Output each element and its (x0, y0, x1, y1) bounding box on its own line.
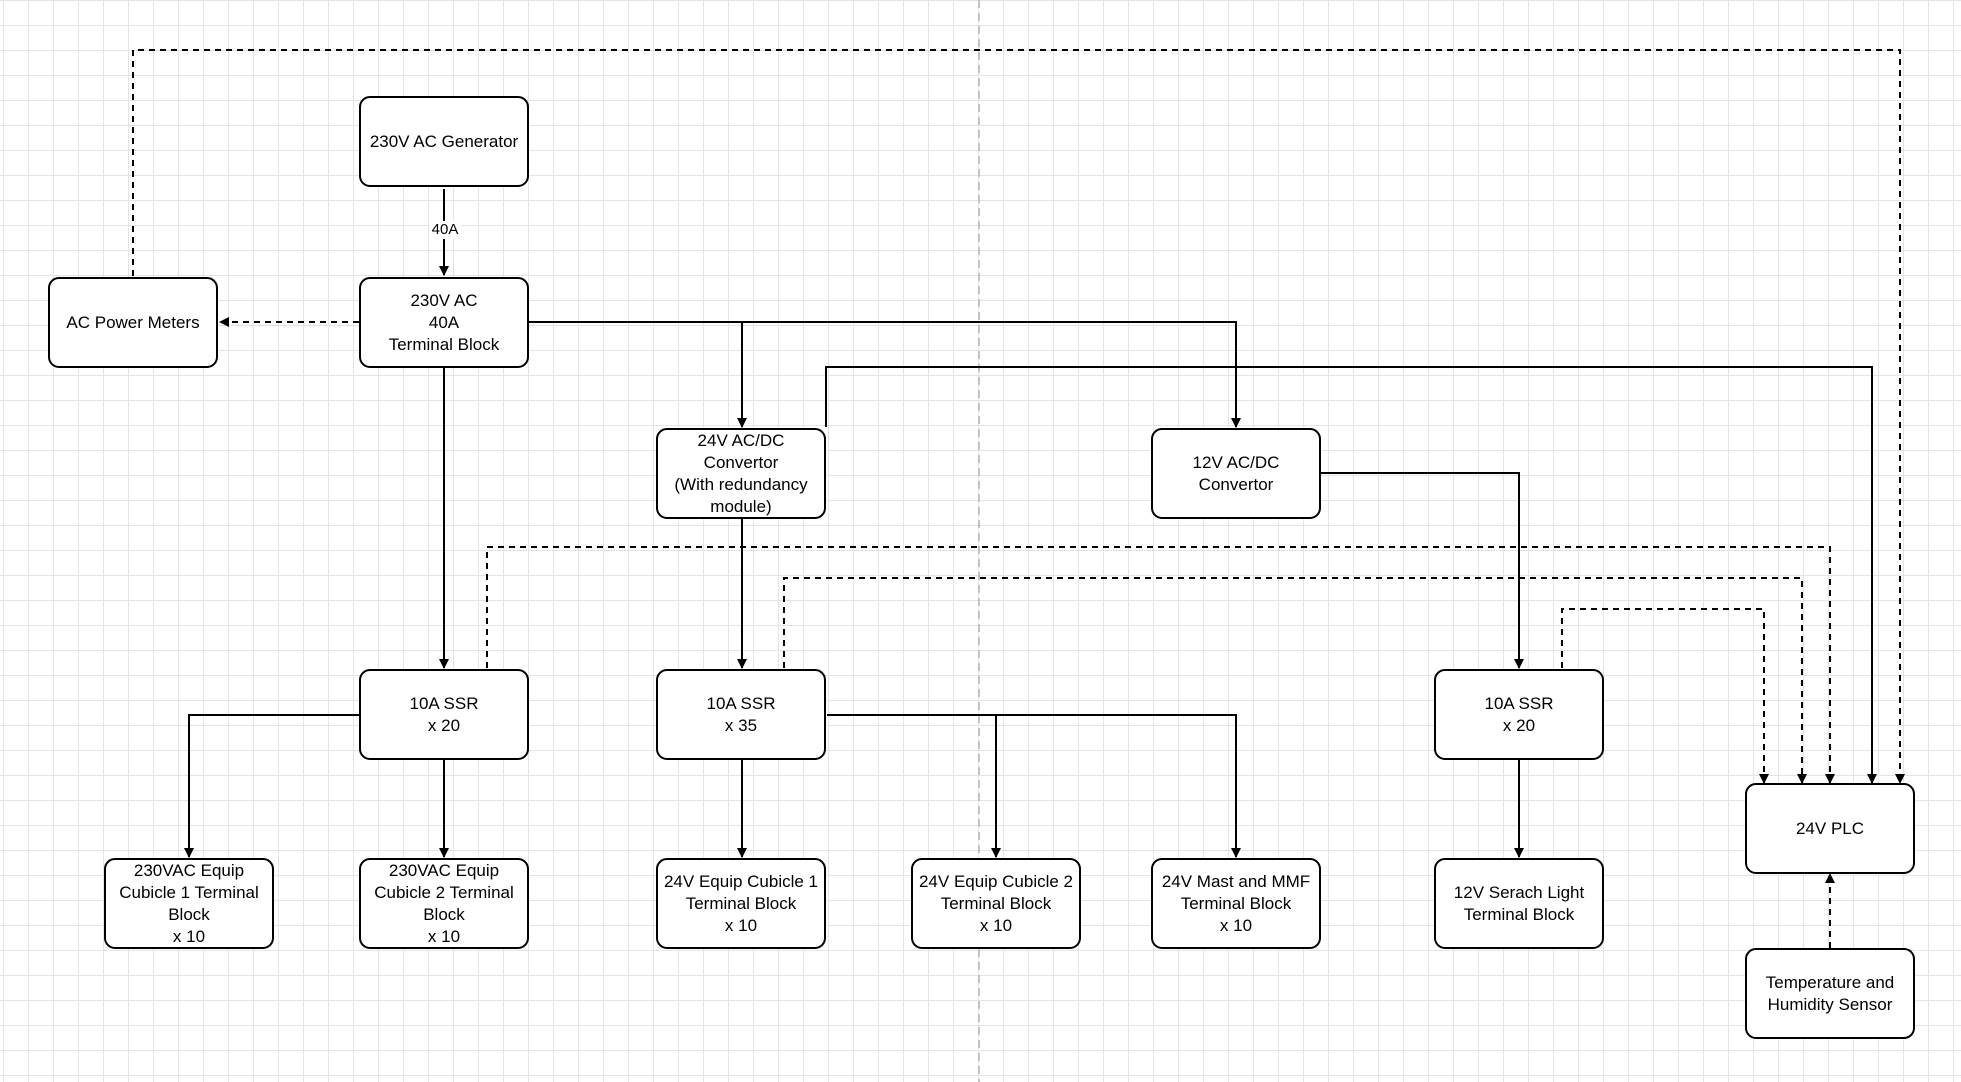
node-temperature-humidity-sensor[interactable]: Temperature and Humidity Sensor (1745, 948, 1915, 1039)
connector-ssr-12-to-plc (1561, 608, 1769, 784)
node-230vac-equip-cubicle-2[interactable]: 230VAC Equip Cubicle 2 Terminal Block x … (359, 858, 529, 949)
connector-ssr-24-to-plc (783, 577, 1807, 784)
node-24v-equip-cubicle-2[interactable]: 24V Equip Cubicle 2 Terminal Block x 10 (911, 858, 1081, 949)
node-24v-mast-and-mmf[interactable]: 24V Mast and MMF Terminal Block x 10 (1151, 858, 1321, 949)
connector-ac-power-meters-to-plc (132, 49, 1905, 784)
connector-ac-terminal-block-to-convertor-24v (529, 321, 747, 428)
node-ac-power-meters[interactable]: AC Power Meters (48, 277, 218, 368)
node-24v-plc[interactable]: 24V PLC (1745, 783, 1915, 874)
node-12v-ac-dc-convertor[interactable]: 12V AC/DC Convertor (1151, 428, 1321, 519)
node-24v-ac-dc-convertor[interactable]: 24V AC/DC Convertor (With redundancy mod… (656, 428, 826, 519)
node-230v-ac-terminal-block[interactable]: 230V AC 40A Terminal Block (359, 277, 529, 368)
node-24v-equip-cubicle-1[interactable]: 24V Equip Cubicle 1 Terminal Block x 10 (656, 858, 826, 949)
connector-convertor-24v-to-plc (825, 366, 1877, 784)
node-12v-search-light[interactable]: 12V Serach Light Terminal Block (1434, 858, 1604, 949)
connector-ssr-230-to-equip-230-1 (184, 714, 359, 858)
connector-ssr-230-to-plc (486, 546, 1835, 784)
connector-ac-terminal-block-to-convertor-12v (529, 321, 1241, 428)
node-ssr-24v[interactable]: 10A SSR x 35 (656, 669, 826, 760)
node-ssr-230v[interactable]: 10A SSR x 20 (359, 669, 529, 760)
connector-ssr-24-to-equip-24-2 (827, 714, 1001, 858)
connector-ssr-24-to-mast-mmf (827, 714, 1241, 858)
connector-convertor-12v-to-ssr-12 (1321, 472, 1524, 669)
node-ssr-12v[interactable]: 10A SSR x 20 (1434, 669, 1604, 760)
node-230vac-equip-cubicle-1[interactable]: 230VAC Equip Cubicle 1 Terminal Block x … (104, 858, 274, 949)
node-230v-ac-generator[interactable]: 230V AC Generator (359, 96, 529, 187)
edge-label-40a: 40A (429, 221, 461, 239)
